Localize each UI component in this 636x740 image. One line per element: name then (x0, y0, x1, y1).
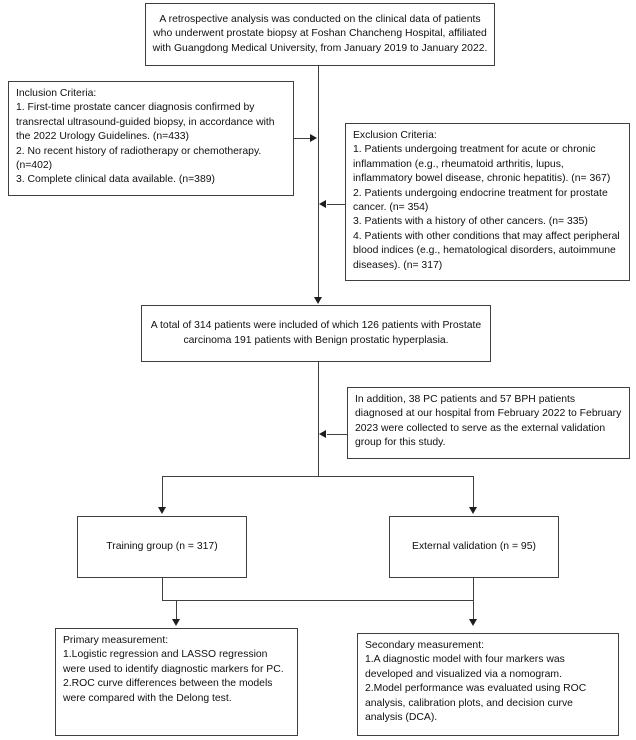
connector-to-secondary-measurement (472, 600, 474, 621)
arrowhead-into-primary-measurement (171, 619, 180, 626)
node-inclusion-criteria-text: Inclusion Criteria: 1. First-time prosta… (16, 88, 275, 186)
connector-training-down (161, 578, 163, 601)
node-external-validation-group: External validation (n = 95) (389, 516, 559, 578)
arrowhead-exclusion-to-trunk (319, 199, 326, 208)
node-total-included: A total of 314 patients were included of… (141, 305, 491, 362)
connector-trunk-lower (317, 362, 319, 476)
node-training-group-text: Training group (n = 317) (106, 540, 218, 552)
connector-addition-to-trunk (327, 433, 347, 435)
node-exclusion-criteria-text: Exclusion Criteria: 1. Patients undergoi… (353, 130, 620, 271)
arrowhead-inclusion-to-trunk (310, 133, 317, 142)
node-external-cohort-note: In addition, 38 PC patients and 57 BPH p… (347, 387, 630, 459)
node-source-cohort-text: A retrospective analysis was conducted o… (152, 13, 488, 54)
connector-inclusion-to-trunk (294, 137, 310, 139)
node-source-cohort: A retrospective analysis was conducted o… (145, 3, 495, 66)
connector-validation-down (472, 578, 474, 601)
connector-split-left-groups (161, 476, 163, 509)
arrowhead-addition-to-trunk (319, 429, 326, 438)
node-secondary-measurement-text: Secondary measurement: 1.A diagnostic mo… (365, 640, 587, 724)
node-inclusion-criteria: Inclusion Criteria: 1. First-time prosta… (8, 81, 294, 196)
arrowhead-into-secondary-measurement (468, 619, 477, 626)
node-primary-measurement: Primary measurement: 1.Logistic regressi… (55, 628, 298, 736)
connector-exclusion-to-trunk (327, 203, 345, 205)
node-external-validation-group-text: External validation (n = 95) (412, 540, 536, 552)
node-training-group: Training group (n = 317) (77, 516, 247, 578)
node-exclusion-criteria: Exclusion Criteria: 1. Patients undergoi… (345, 123, 630, 281)
connector-split-right-groups (472, 476, 474, 509)
arrowhead-into-external-validation-group (468, 507, 477, 514)
connector-join-bar-measurements (162, 600, 474, 602)
node-external-cohort-note-text: In addition, 38 PC patients and 57 BPH p… (355, 394, 622, 449)
arrowhead-into-total (313, 297, 322, 304)
arrowhead-into-training-group (157, 507, 166, 514)
connector-split-bar-groups (162, 476, 474, 478)
node-total-included-text: A total of 314 patients were included of… (150, 320, 482, 346)
node-primary-measurement-text: Primary measurement: 1.Logistic regressi… (63, 635, 284, 704)
node-secondary-measurement: Secondary measurement: 1.A diagnostic mo… (357, 633, 619, 736)
connector-trunk-upper (317, 66, 319, 298)
connector-to-primary-measurement (175, 600, 177, 621)
